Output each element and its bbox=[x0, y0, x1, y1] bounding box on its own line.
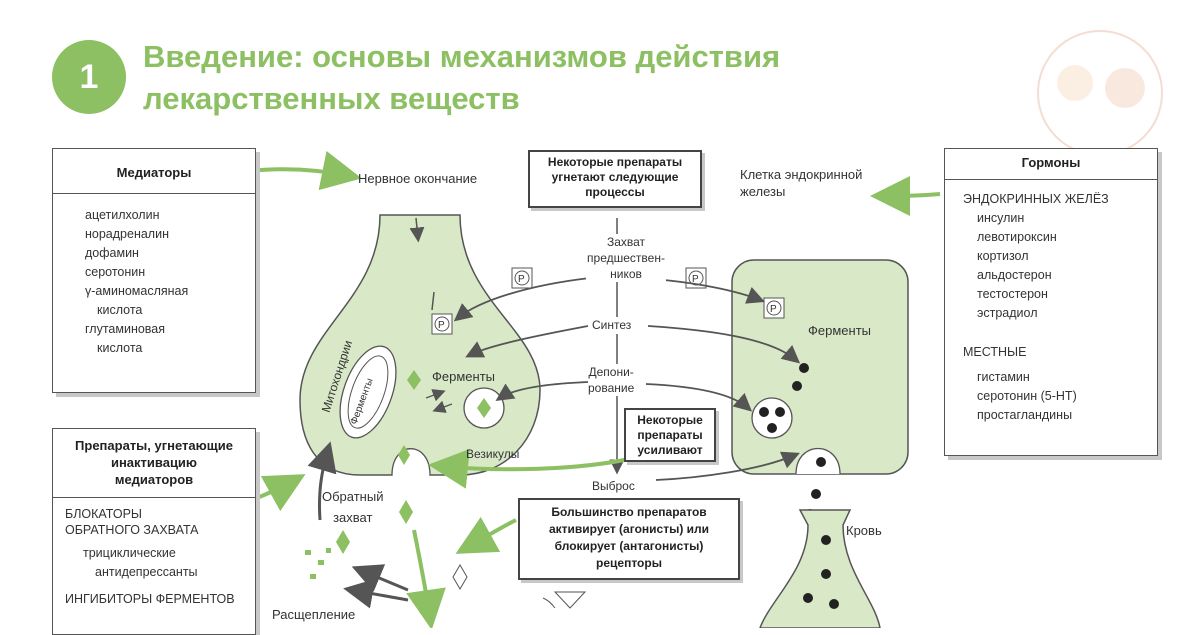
hormone-item: гистамин bbox=[977, 370, 1030, 384]
inhibitor-category: ОБРАТНОГО ЗАХВАТА bbox=[65, 523, 199, 537]
endocrine-cell-shape bbox=[731, 259, 909, 475]
depot-label-line: Депони- bbox=[588, 365, 634, 379]
hormone-item: альдостерон bbox=[977, 268, 1052, 282]
mediators-panel: Медиаторы ацетилхолин норадреналин дофам… bbox=[52, 148, 256, 393]
hormone-item: простагландины bbox=[977, 408, 1073, 422]
reuptake-label-line: Обратный bbox=[322, 489, 384, 504]
mediator-item: кислота bbox=[97, 303, 143, 317]
hormone-item: серотонин (5-HT) bbox=[977, 389, 1077, 403]
box-line: процессы bbox=[585, 185, 645, 199]
page-title: Введение: основы механизмов действия лек… bbox=[143, 36, 903, 120]
release-label: Выброс bbox=[592, 478, 635, 495]
hormones-title: Гормоны bbox=[1021, 155, 1081, 170]
enzymes-label-terminal: Ферменты bbox=[432, 369, 495, 384]
hormone-item: инсулин bbox=[977, 211, 1025, 225]
inhibitors-title-line: Препараты, угнетающие bbox=[75, 438, 233, 453]
mitochondrion-shape bbox=[339, 345, 397, 439]
mediator-item: серотонин bbox=[85, 265, 146, 279]
p-receptor-label: P bbox=[692, 274, 699, 285]
hormones-section-label: ЭНДОКРИННЫХ ЖЕЛЁЗ bbox=[963, 192, 1109, 206]
hormones-panel: Гормоны ЭНДОКРИННЫХ ЖЕЛЁЗ инсулин левоти… bbox=[944, 148, 1158, 456]
endocrine-cell-label-line: железы bbox=[740, 184, 786, 199]
blood-label: Кровь bbox=[846, 523, 882, 538]
capture-label: Захват предшествен- ников bbox=[586, 234, 666, 282]
enhance-box: Некоторые препараты усиливают bbox=[624, 408, 716, 462]
mediator-item: кислота bbox=[97, 341, 143, 355]
inhibitor-category: ИНГИБИТОРЫ ФЕРМЕНТОВ bbox=[65, 592, 235, 606]
reuptake-label-line: захват bbox=[333, 510, 373, 525]
depot-label-line: рование bbox=[588, 381, 635, 395]
p-receptor-label: P bbox=[770, 304, 777, 315]
title-line-2: лекарственных веществ bbox=[143, 81, 520, 116]
nerve-ending-label: Нервное окончание bbox=[358, 171, 478, 186]
reuptake-label: Обратный захват bbox=[322, 488, 383, 526]
mediator-item: γ-аминомасляная bbox=[85, 284, 189, 298]
capture-label-line: ников bbox=[610, 267, 642, 281]
blood-vessel-shape bbox=[759, 509, 881, 628]
mediator-item: дофамин bbox=[85, 246, 139, 260]
inhibitors-title-line: медиаторов bbox=[114, 472, 194, 487]
inhibitor-item: антидепрессанты bbox=[95, 565, 198, 579]
section-number-badge: 1 bbox=[52, 40, 126, 114]
receptor-drugs-box: Большинство препаратов активирует (агони… bbox=[518, 498, 740, 580]
p-receptor-label: P bbox=[518, 274, 525, 285]
box-line: Некоторые bbox=[637, 413, 703, 427]
synthesis-label: Синтез bbox=[592, 317, 632, 334]
box-line: препараты bbox=[637, 428, 703, 442]
inhibitors-panel: Препараты, угнетающие инактивацию медиат… bbox=[52, 428, 256, 635]
box-line: рецепторы bbox=[596, 556, 662, 570]
capture-label-line: предшествен- bbox=[587, 251, 665, 265]
title-line-1: Введение: основы механизмов действия bbox=[143, 39, 781, 74]
box-line: активирует (агонисты) или bbox=[548, 522, 710, 536]
hormones-section-label: МЕСТНЫЕ bbox=[963, 345, 1027, 359]
endocrine-cell-label-line: Клетка эндокринной bbox=[740, 167, 863, 182]
box-line: блокирует (антагонисты) bbox=[554, 539, 704, 553]
mediators-title: Медиаторы bbox=[116, 165, 192, 180]
hormone-item: эстрадиол bbox=[977, 306, 1038, 320]
inhibitor-category: БЛОКАТОРЫ bbox=[65, 507, 142, 521]
nerve-terminal-shape bbox=[299, 214, 541, 476]
hormone-item: левотироксин bbox=[977, 230, 1057, 244]
hormone-item: кортизол bbox=[977, 249, 1029, 263]
inhibitors-title: Препараты, угнетающие инактивацию медиат… bbox=[53, 437, 255, 488]
inhibitor-item: трициклические bbox=[83, 546, 176, 560]
watermark-logo bbox=[1037, 30, 1163, 156]
p-receptor-label: P bbox=[438, 320, 445, 331]
mediator-item: норадреналин bbox=[85, 227, 169, 241]
inhibitors-title-line: инактивацию bbox=[110, 455, 198, 470]
hormone-item: тестостерон bbox=[977, 287, 1048, 301]
endocrine-cell-label: Клетка эндокринной железы bbox=[740, 166, 862, 200]
box-line: усиливают bbox=[637, 443, 703, 457]
depot-label: Депони- рование bbox=[588, 364, 635, 396]
inhibit-processes-box: Некоторые препараты угнетают следующие п… bbox=[528, 150, 702, 208]
vesicles-label: Везикулы bbox=[466, 447, 520, 461]
mediator-item: ацетилхолин bbox=[85, 208, 160, 222]
box-line: угнетают следующие bbox=[551, 170, 679, 184]
capture-label-line: Захват bbox=[606, 235, 646, 249]
enzymes-label-endocrine: Ферменты bbox=[808, 323, 871, 338]
box-line: Некоторые препараты bbox=[547, 155, 683, 169]
box-line: Большинство препаратов bbox=[551, 505, 707, 519]
mediator-item: глутаминовая bbox=[85, 322, 166, 336]
breakdown-label: Расщепление bbox=[272, 607, 356, 622]
